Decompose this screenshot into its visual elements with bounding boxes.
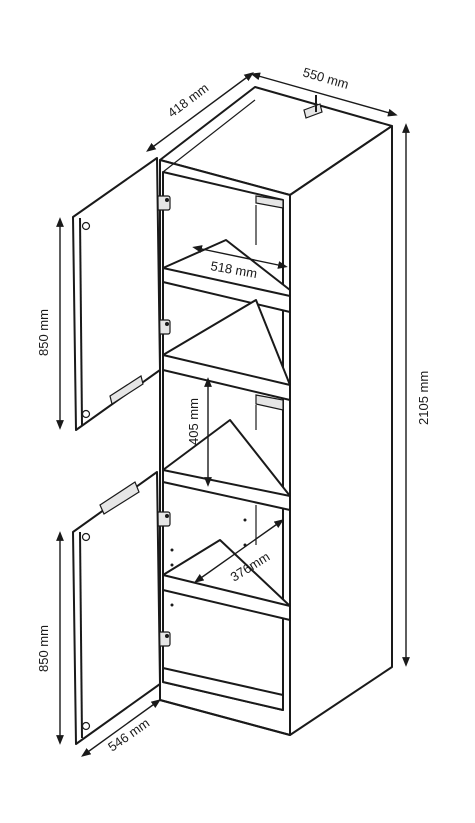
label-top-depth: 418 mm [165,80,212,120]
label-top-width: 550 mm [301,64,350,91]
shelf-3 [162,419,291,511]
label-upper-door-height: 850 mm [36,309,51,356]
cabinet-side-right [289,125,393,736]
dim-arrow-shelf-depth [193,519,285,583]
door-handle-icon [99,481,140,515]
upper-door [72,157,161,431]
door-handle-icon [109,375,144,405]
dim-arrow-top-depth [146,72,254,152]
label-shelf-gap: 405 mm [186,398,201,445]
label-total-height: 2105 mm [416,371,431,425]
back-strip-upper [255,195,284,209]
dim-arrow-inner-width [192,245,288,269]
cabinet-plinth [159,667,291,736]
back-strip-middle [255,394,284,411]
label-lower-door-height: 850 mm [36,625,51,672]
dim-arrow-top-width [250,72,398,117]
lower-door [72,471,161,745]
dim-arrow-door-depth [81,699,161,757]
shelf-2 [162,299,291,401]
